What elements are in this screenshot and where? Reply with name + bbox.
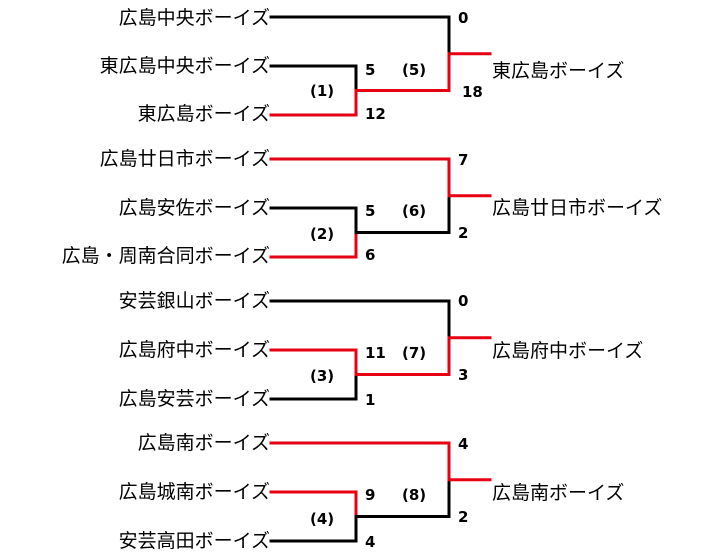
team-match2-top: 広島安佐ボーイズ bbox=[118, 197, 270, 219]
match-number: (3) bbox=[310, 367, 335, 385]
match-number: (4) bbox=[310, 510, 335, 528]
team-match3-top: 広島府中ボーイズ bbox=[118, 339, 270, 361]
seed-team: 安芸銀山ボーイズ bbox=[118, 290, 270, 312]
team-match1-bottom: 東広島ボーイズ bbox=[137, 103, 270, 125]
score-seed: 0 bbox=[458, 292, 469, 310]
match-number: (1) bbox=[310, 82, 335, 100]
result-team: 広島府中ボーイズ bbox=[492, 340, 644, 362]
score-semi: 3 bbox=[458, 366, 469, 384]
team-match3-bottom: 広島安芸ボーイズ bbox=[118, 388, 270, 410]
score-semi: 2 bbox=[458, 508, 469, 526]
seed-team: 広島中央ボーイズ bbox=[118, 7, 270, 29]
match-number: (7) bbox=[402, 344, 427, 362]
score-match2-bottom: 6 bbox=[365, 246, 376, 264]
result-team: 東広島ボーイズ bbox=[492, 60, 625, 82]
score-match2-top: 5 bbox=[365, 202, 376, 220]
score-seed: 0 bbox=[458, 9, 469, 27]
team-match1-top: 東広島中央ボーイズ bbox=[99, 55, 270, 77]
result-team: 広島廿日市ボーイズ bbox=[492, 197, 663, 219]
match-number: (6) bbox=[402, 202, 427, 220]
score-match3-bottom: 1 bbox=[365, 391, 376, 409]
score-match3-top: 11 bbox=[365, 344, 386, 362]
score-match1-top: 5 bbox=[365, 61, 376, 79]
match-number: (5) bbox=[402, 61, 427, 79]
seed-team: 広島南ボーイズ bbox=[137, 432, 270, 454]
seed-team: 広島廿日市ボーイズ bbox=[99, 148, 270, 170]
score-match4-bottom: 4 bbox=[365, 533, 376, 551]
team-match4-bottom: 安芸高田ボーイズ bbox=[118, 530, 270, 552]
score-match1-bottom: 12 bbox=[365, 105, 386, 123]
match-number: (8) bbox=[402, 486, 427, 504]
score-seed: 4 bbox=[458, 435, 469, 453]
score-match4-top: 9 bbox=[365, 486, 376, 504]
score-semi: 18 bbox=[462, 83, 483, 101]
team-match2-bottom: 広島・周南合同ボーイズ bbox=[61, 245, 270, 267]
team-match4-top: 広島城南ボーイズ bbox=[118, 481, 270, 503]
match-number: (2) bbox=[310, 225, 335, 243]
result-team: 広島南ボーイズ bbox=[492, 482, 625, 504]
score-semi: 2 bbox=[458, 224, 469, 242]
score-seed: 7 bbox=[458, 151, 469, 169]
